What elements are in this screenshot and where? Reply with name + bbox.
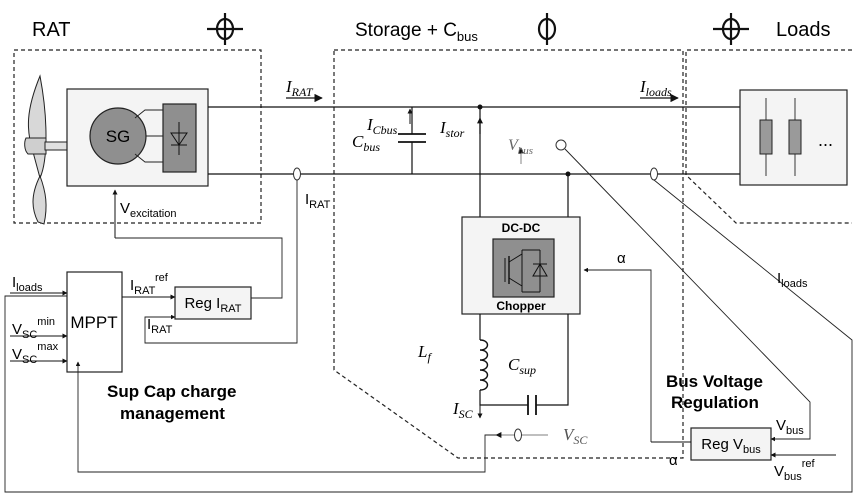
supcap-management-title-line1: Sup Cap charge: [107, 382, 236, 401]
dc-dc-label: DC-DC: [502, 221, 541, 235]
reg-irat-feedback-label: IRAT: [147, 316, 173, 336]
loads-region: [685, 49, 852, 224]
inductor-lead-bottom: [479, 390, 528, 406]
vsc-feedback-wire: [75, 361, 496, 473]
chopper-label: Chopper: [496, 299, 546, 313]
more-loads-ellipsis: ...: [818, 130, 833, 150]
chopper-switch-block: [492, 238, 555, 298]
phase-symbol-loads: [713, 13, 749, 45]
loads-section-title: Loads: [776, 19, 831, 41]
i-rat-sensor: [293, 167, 301, 181]
i-rat-measure-label: IRAT: [305, 191, 331, 211]
vbus-feedback-wire: [564, 148, 811, 442]
c-bus-label: Cbus: [352, 132, 380, 154]
mppt-iloads-label: Iloads: [12, 274, 43, 294]
irat-ref-label: IRATref: [130, 272, 169, 297]
phase-symbol-rat: [207, 13, 243, 45]
generator-label: SG: [106, 127, 131, 146]
bus-capacitor: [398, 107, 426, 174]
c-sup-label: Csup: [508, 355, 536, 377]
bus-voltage-regulation-title-line1: Bus Voltage: [666, 372, 763, 391]
supcap-management-title-line2: management: [120, 404, 225, 423]
alpha-label-bottom: α: [669, 452, 678, 469]
v-sc-label: VSC: [563, 425, 588, 447]
diode-icon: [170, 122, 188, 155]
i-loads-measure-label: Iloads: [777, 270, 808, 290]
reg-irat-block: [174, 286, 252, 320]
storage-region: [333, 49, 684, 459]
v-bus-sensor: [555, 139, 567, 151]
storage-section-title: Storage + Cbus: [355, 20, 478, 44]
i-loads-label: Iloads: [639, 77, 672, 99]
reg-vbus-block: [690, 427, 772, 461]
supercap-return-wire: [536, 314, 569, 406]
vsc-min-label: VSCmin: [12, 316, 55, 341]
load-resistor-1: [759, 98, 773, 176]
reg-vbus-label: Reg Vbus: [701, 436, 761, 456]
igbt-diode-icon: [504, 249, 548, 293]
i-stor-label: Istor: [439, 118, 465, 140]
reg-irat-label: Reg IRAT: [184, 295, 241, 315]
rat-section-title: RAT: [32, 19, 71, 41]
vbus-input-label: Vbus: [776, 417, 804, 437]
irat-feedback-wire: [144, 180, 298, 344]
v-sc-sensor: [514, 428, 522, 442]
alpha-signal-wire: [583, 267, 652, 442]
wind-turbine-icon: [24, 74, 68, 225]
i-cbus-label: ICbus: [366, 115, 398, 137]
loads-box: [739, 89, 848, 186]
generator-rectifier-wiring: [134, 109, 163, 163]
vbus-ref-label: Vbusref: [774, 458, 816, 483]
mppt-label: MPPT: [70, 313, 117, 332]
filter-inductor: [479, 339, 489, 391]
v-bus-label: Vbus: [508, 137, 533, 157]
alpha-label-top: α: [617, 250, 626, 267]
mppt-block: [66, 271, 123, 373]
load-resistor-2: [788, 98, 802, 176]
i-rat-label: IRAT: [285, 77, 314, 99]
vsc-max-label: VSCmax: [12, 341, 59, 366]
iloads-feedback-wire: [4, 179, 853, 493]
bus-voltage-regulation-title-line2: Regulation: [671, 393, 759, 412]
i-loads-sensor: [650, 167, 658, 181]
phase-symbol-storage: [537, 13, 557, 45]
i-sc-label: ISC: [452, 399, 474, 421]
reg-irat-to-excitation-wire: [115, 237, 283, 299]
l-f-label: Lf: [417, 342, 432, 364]
v-excitation-label: Vexcitation: [120, 200, 177, 220]
